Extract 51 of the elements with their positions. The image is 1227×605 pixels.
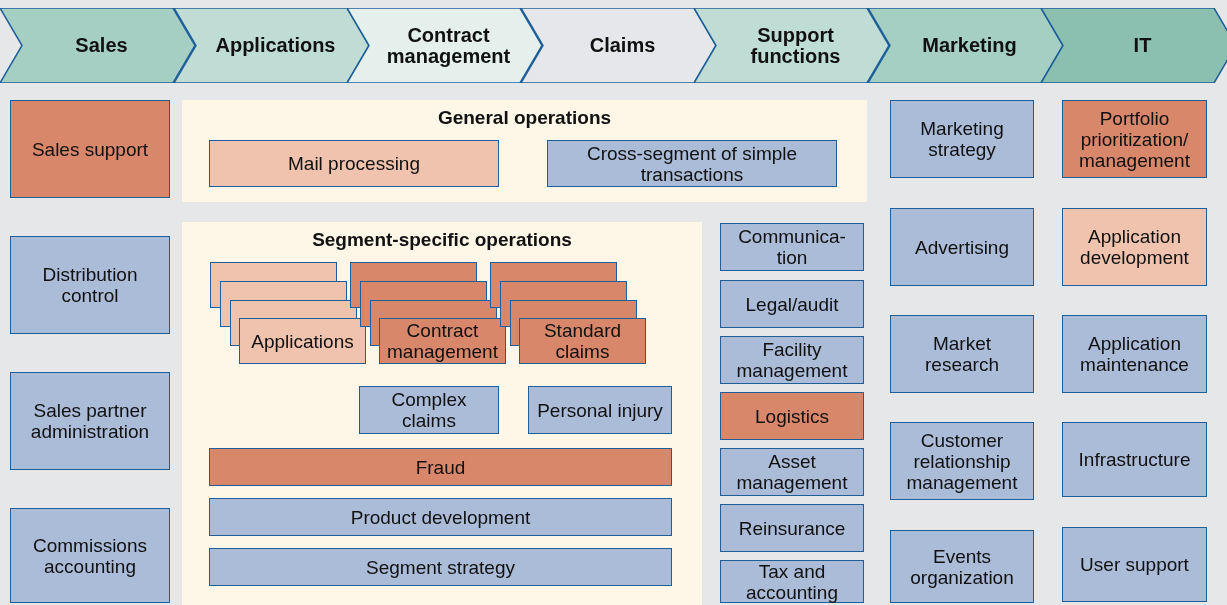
function-box: Mail processing bbox=[209, 140, 499, 187]
function-box: Sales support bbox=[10, 100, 170, 198]
stacked-card bbox=[490, 262, 617, 281]
function-box: Product development bbox=[209, 498, 672, 536]
stage-label: IT bbox=[1133, 35, 1152, 56]
function-box: Advertising bbox=[890, 208, 1034, 286]
function-box: Events organization bbox=[890, 530, 1034, 603]
function-box: Applications bbox=[239, 318, 366, 364]
panel-heading: Segment-specific operations bbox=[312, 228, 572, 252]
stage-label: Contract management bbox=[385, 24, 512, 67]
function-box: Infrastructure bbox=[1062, 422, 1207, 497]
stage-label: Support functions bbox=[749, 24, 842, 67]
function-box: Sales partner administration bbox=[10, 372, 170, 470]
group-panel bbox=[182, 222, 702, 605]
stage-label: Claims bbox=[589, 35, 656, 56]
stacked-card bbox=[210, 262, 337, 281]
stacked-card bbox=[510, 300, 637, 318]
function-box: Portfolio prioritization/ management bbox=[1062, 100, 1207, 178]
function-box: Distribution control bbox=[10, 236, 170, 334]
function-box: Asset management bbox=[720, 448, 864, 496]
function-box: Contract management bbox=[379, 318, 506, 364]
group-panel bbox=[182, 100, 867, 202]
stacked-card bbox=[370, 300, 497, 318]
stage-label: Applications bbox=[215, 35, 336, 56]
function-box: Application maintenance bbox=[1062, 315, 1207, 393]
stacked-card bbox=[220, 281, 347, 300]
function-box: Facility management bbox=[720, 336, 864, 384]
function-box: Market research bbox=[890, 315, 1034, 393]
stage-label: Marketing bbox=[922, 35, 1017, 56]
stacked-card bbox=[360, 281, 487, 300]
function-box: User support bbox=[1062, 527, 1207, 602]
function-box: Personal injury bbox=[528, 386, 672, 434]
stage-label: Sales bbox=[75, 35, 128, 56]
function-box: Marketing strategy bbox=[890, 100, 1034, 178]
stacked-card bbox=[500, 281, 627, 300]
stacked-card bbox=[350, 262, 477, 281]
function-box: Customer relationship management bbox=[890, 422, 1034, 500]
function-box: Segment strategy bbox=[209, 548, 672, 586]
function-box: Fraud bbox=[209, 448, 672, 486]
function-box: Tax and accounting bbox=[720, 560, 864, 603]
stacked-card bbox=[230, 300, 357, 318]
function-box: Application development bbox=[1062, 208, 1207, 286]
function-box: Communica- tion bbox=[720, 223, 864, 271]
function-box: Logistics bbox=[720, 392, 864, 440]
function-box: Standard claims bbox=[519, 318, 646, 364]
function-box: Legal/audit bbox=[720, 280, 864, 328]
function-box: Complex claims bbox=[359, 386, 499, 434]
function-box: Commissions accounting bbox=[10, 508, 170, 603]
function-box: Reinsurance bbox=[720, 504, 864, 552]
function-box: Cross-segment of simple transactions bbox=[547, 140, 837, 187]
panel-heading: General operations bbox=[437, 106, 612, 130]
